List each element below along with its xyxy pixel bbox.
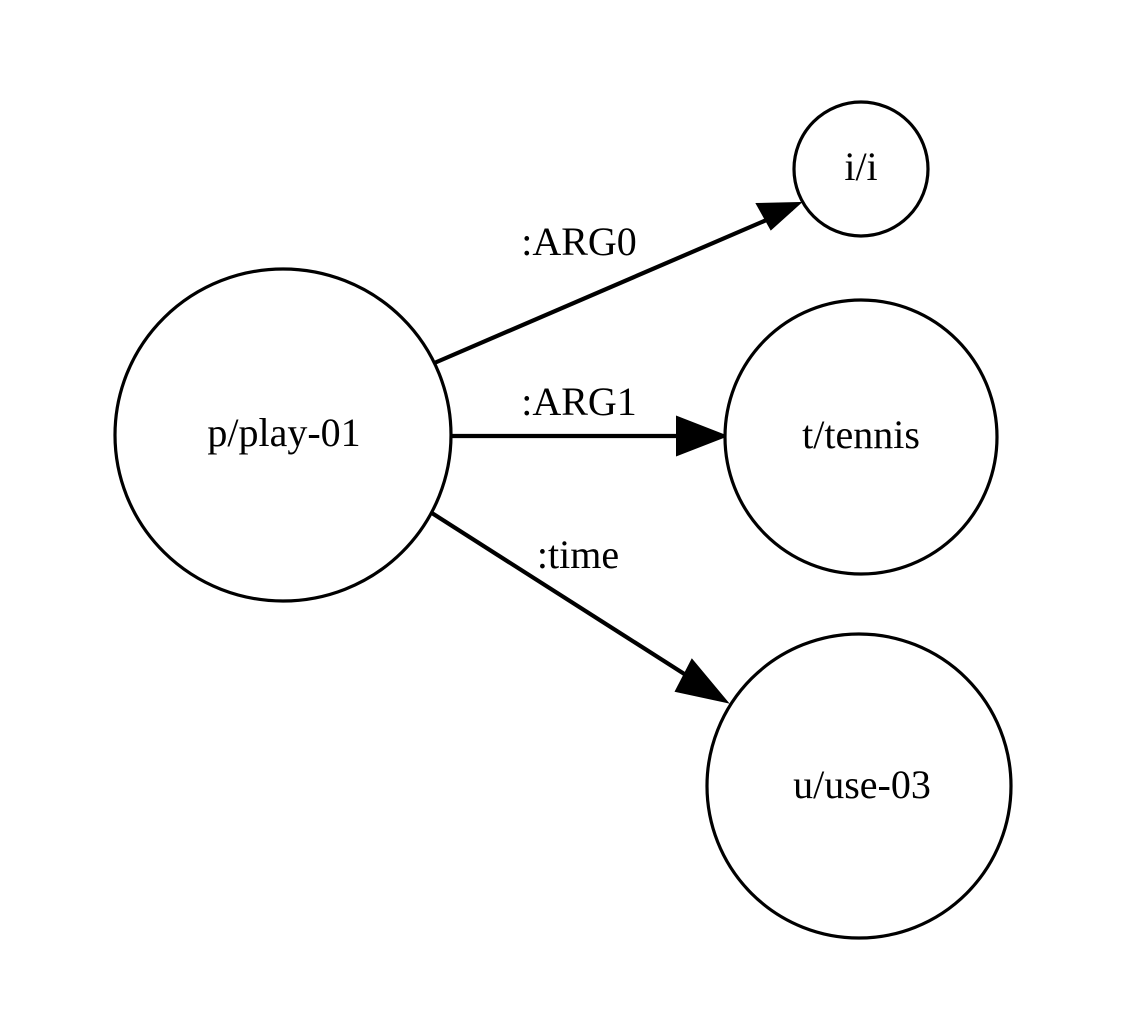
node-play-01-label: p/play-01 bbox=[207, 410, 360, 455]
edge-arg1-arrowhead bbox=[676, 415, 729, 457]
node-use-03[interactable]: u/use-03 bbox=[705, 632, 1013, 940]
node-tennis-shape bbox=[723, 298, 999, 576]
node-use-03-label: u/use-03 bbox=[793, 762, 931, 807]
edge-time[interactable]: :time bbox=[422, 506, 730, 704]
node-play-01-shape bbox=[113, 267, 453, 603]
edge-arg1-label: :ARG1 bbox=[521, 379, 637, 424]
nodes-layer: p/play-01 i/i t/tennis u/use-03 bbox=[113, 100, 1013, 940]
edges-layer: :ARG0 :ARG1 :time bbox=[422, 201, 803, 704]
node-play-01[interactable]: p/play-01 bbox=[113, 267, 453, 603]
node-use-03-shape bbox=[705, 632, 1013, 940]
edge-time-label: :time bbox=[537, 532, 619, 577]
node-i[interactable]: i/i bbox=[792, 100, 930, 238]
edge-arg1[interactable]: :ARG1 bbox=[451, 379, 729, 457]
node-i-label: i/i bbox=[844, 144, 877, 189]
node-tennis-label: t/tennis bbox=[802, 412, 920, 457]
edge-time-arrowhead bbox=[674, 658, 730, 704]
node-i-shape bbox=[792, 100, 930, 238]
edge-arg0-arrowhead bbox=[755, 201, 803, 231]
edge-arg0-label: :ARG0 bbox=[521, 219, 637, 264]
edge-arg0-line bbox=[431, 207, 793, 366]
edge-time-line bbox=[422, 506, 702, 686]
node-tennis[interactable]: t/tennis bbox=[723, 298, 999, 576]
edge-arg0[interactable]: :ARG0 bbox=[431, 201, 803, 366]
